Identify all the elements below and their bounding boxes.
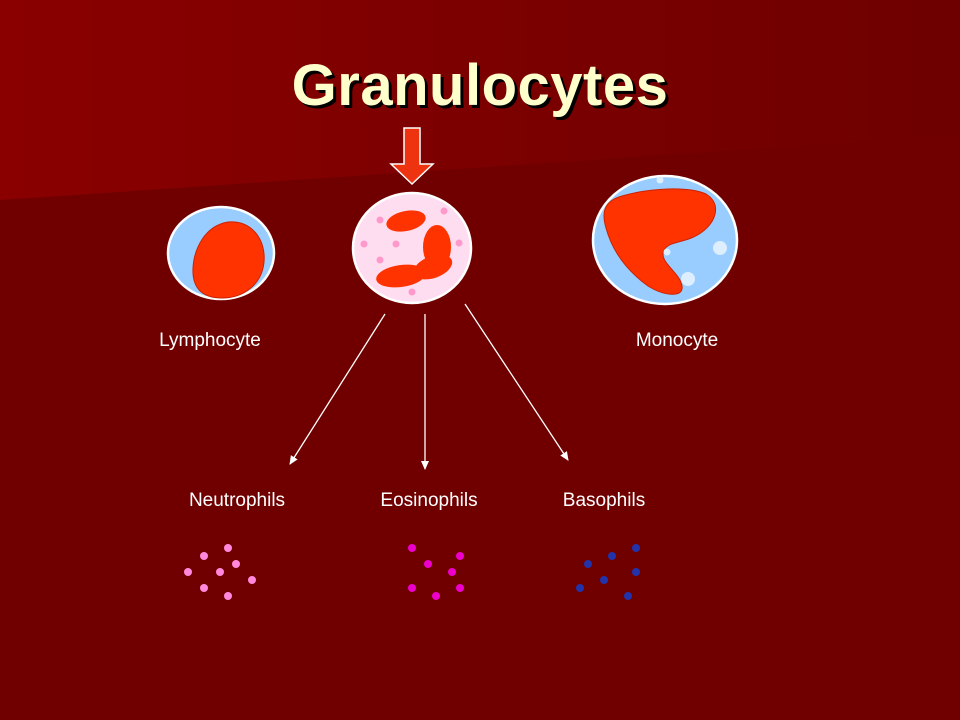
granulocyte-granules xyxy=(360,207,463,296)
lymphocyte-label: Lymphocyte xyxy=(159,330,261,351)
neutrophils-label: Neutrophils xyxy=(188,490,286,511)
arrow-to-basophils xyxy=(464,303,569,461)
basophil-granules xyxy=(576,544,640,600)
lymphocyte-cell-icon xyxy=(166,205,276,301)
branch-arrows xyxy=(289,303,569,470)
granulocyte-cell-icon xyxy=(351,191,473,305)
eosinophils-label: Eosinophils xyxy=(380,490,478,511)
arrow-to-neutrophils xyxy=(289,313,386,465)
background-band xyxy=(0,0,960,200)
basophils-label: Basophils xyxy=(562,490,646,511)
pointer-arrow-icon xyxy=(389,127,435,186)
monocyte-vacuoles xyxy=(656,176,727,286)
slide-title: Granulocytes xyxy=(291,53,669,118)
granulocyte-nucleus-lobe xyxy=(376,264,426,288)
monocyte-nucleus xyxy=(603,188,716,295)
neutrophil-granules xyxy=(184,544,256,600)
eosinophil-granules xyxy=(408,544,464,600)
lymphocyte-nucleus xyxy=(192,221,265,299)
granulocyte-nucleus-lobe xyxy=(386,210,426,232)
monocyte-cell-icon xyxy=(591,174,739,306)
monocyte-label: Monocyte xyxy=(635,330,719,351)
